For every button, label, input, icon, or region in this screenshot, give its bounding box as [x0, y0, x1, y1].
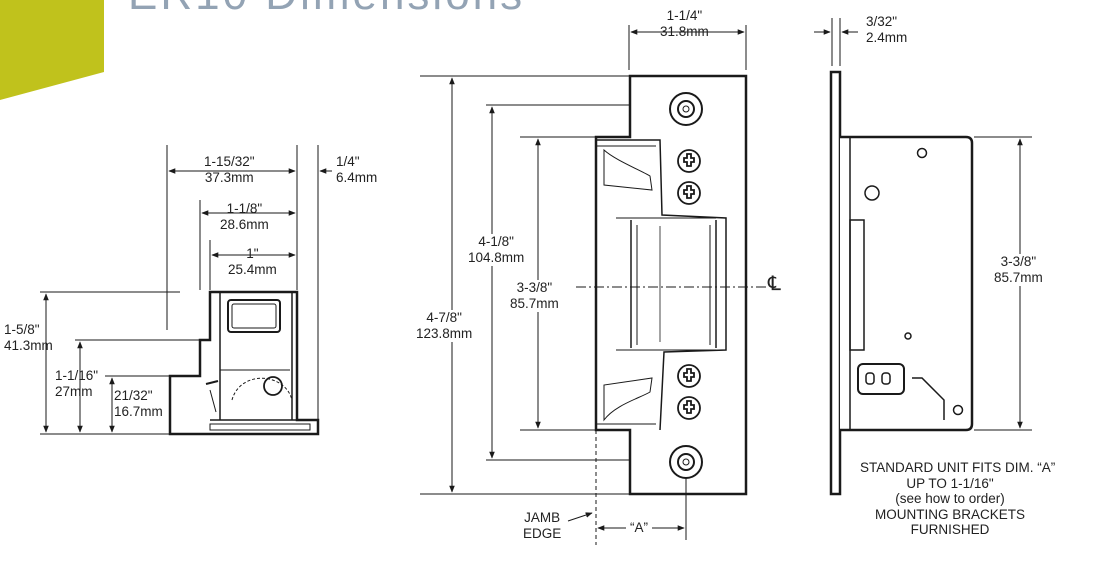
connector-icon — [857, 363, 905, 395]
edge-view — [814, 18, 1032, 496]
dim-imperial: 3/32" — [866, 14, 898, 29]
phillips-screw-icon — [677, 149, 701, 420]
dim-imperial: 1-15/32" — [204, 154, 255, 169]
dim-imperial: 4-7/8" — [426, 310, 462, 325]
note-line: STANDARD UNIT FITS DIM. “A” — [860, 460, 1056, 475]
dim-metric: 104.8mm — [468, 250, 525, 265]
dim-metric: 31.8mm — [660, 24, 709, 39]
side-lip-height-label: 1-1/16" 27mm — [55, 368, 98, 400]
front-body-height-label: 3-3/8" 85.7mm — [510, 280, 559, 312]
front-faceplate-height-label: 4-7/8" 123.8mm — [416, 310, 473, 342]
dim-imperial: 1-1/4" — [666, 8, 703, 23]
dim-metric: 37.3mm — [204, 170, 254, 185]
dim-a-label: “A” — [626, 520, 652, 536]
dim-metric: 27mm — [55, 384, 93, 399]
centerline-symbol: ℄ — [768, 273, 781, 295]
front-screw-spacing-label: 4-1/8" 104.8mm — [468, 234, 525, 266]
note-line: UP TO 1-1/16" — [906, 475, 994, 491]
dim-imperial: 1-1/16" — [55, 368, 99, 383]
side-base-height-label: 21/32" 16.7mm — [114, 388, 163, 420]
side-view — [40, 145, 332, 436]
jamb-edge-label: JAMB EDGE — [523, 510, 561, 542]
fit-note: STANDARD UNIT FITS DIM. “A” UP TO 1-1/16… — [860, 460, 1056, 538]
side-overall-width-label: 1-15/32" 37.3mm — [204, 154, 255, 186]
page-title: ER10 Dimensions — [128, 0, 525, 20]
dim-metric: 25.4mm — [228, 262, 277, 277]
dim-imperial: 4-1/8" — [478, 234, 514, 249]
note-line: FURNISHED — [910, 522, 990, 537]
dim-imperial: 1" — [246, 246, 259, 261]
jamb-edge-line-1: JAMB — [524, 510, 561, 525]
mount-screw-top-icon — [669, 92, 703, 126]
dim-imperial: 3-3/8" — [1000, 254, 1037, 269]
jamb-edge-line-2: EDGE — [523, 526, 562, 541]
note-line: (see how to order) — [895, 491, 1005, 506]
side-overall-height-label: 1-5/8" 41.3mm — [4, 322, 53, 354]
front-faceplate-width-label: 1-1/4" 31.8mm — [660, 8, 709, 40]
edge-plate-thickness-label: 3/32" 2.4mm — [866, 14, 907, 46]
dim-imperial: 1-1/8" — [226, 201, 263, 216]
edge-body-height-label: 3-3/8" 85.7mm — [994, 254, 1043, 286]
dim-imperial: 1/4" — [336, 154, 360, 169]
dim-metric: 28.6mm — [220, 217, 269, 232]
side-plate-offset-label: 1/4" 6.4mm — [336, 154, 377, 186]
note-line: MOUNTING BRACKETS — [874, 506, 1025, 522]
dim-metric: 123.8mm — [416, 326, 473, 341]
dim-metric: 2.4mm — [866, 30, 908, 45]
brand-accent-shape — [0, 0, 104, 100]
side-body-width-label: 1-1/8" 28.6mm — [220, 201, 269, 233]
dim-metric: 85.7mm — [994, 270, 1043, 285]
dim-metric: 16.7mm — [114, 404, 163, 419]
front-view — [420, 25, 766, 545]
dim-imperial: 21/32" — [114, 388, 153, 403]
dim-metric: 85.7mm — [510, 296, 559, 311]
dim-metric: 6.4mm — [336, 170, 378, 185]
side-keeper-width-label: 1" 25.4mm — [228, 246, 277, 278]
dim-metric: 41.3mm — [4, 338, 53, 353]
dim-imperial: 3-3/8" — [516, 280, 553, 295]
dim-imperial: 1-5/8" — [4, 322, 40, 337]
